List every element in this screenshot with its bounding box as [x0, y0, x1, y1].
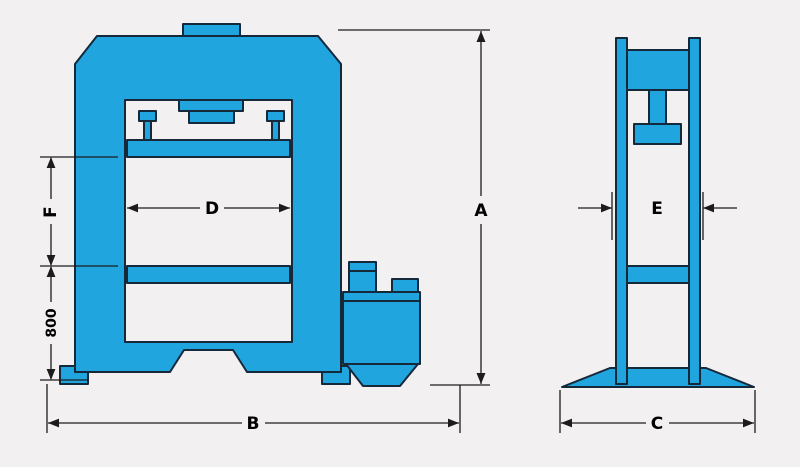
- right-guide-rod: [271, 120, 280, 141]
- side-upper-platen: [633, 123, 682, 145]
- dim-f-label: F: [41, 206, 61, 218]
- front-view: [59, 23, 421, 387]
- side-right-column: [688, 37, 701, 385]
- dim-a-label: A: [474, 201, 488, 221]
- right-guide-cap: [266, 110, 285, 122]
- motor-cylinder: [348, 261, 377, 293]
- dim-800-arrow-down: [46, 369, 56, 380]
- dim-800-label: 800: [44, 308, 60, 337]
- left-guide-rod: [143, 120, 152, 141]
- side-base: [561, 367, 755, 388]
- dim-d: D: [127, 199, 290, 219]
- dim-c-arrow-left: [561, 418, 572, 428]
- dim-e-label: E: [651, 199, 663, 219]
- dim-b-arrow-left: [48, 418, 59, 428]
- dim-800-arrow-up: [46, 266, 56, 277]
- side-left-column: [615, 37, 628, 385]
- tank-valve-box: [391, 278, 419, 293]
- dim-d-arrow-left: [127, 203, 138, 213]
- dim-e: E: [578, 192, 737, 240]
- dim-a-arrow-up: [476, 31, 486, 42]
- dim-b-arrow-right: [448, 418, 459, 428]
- dim-d-arrow-right: [279, 203, 290, 213]
- dim-f-arrow-up: [46, 157, 56, 168]
- dim-800: 800: [40, 266, 88, 381]
- dim-a-arrow-down: [476, 373, 486, 384]
- dim-d-label: D: [205, 199, 219, 219]
- cylinder-mount-plate: [178, 99, 244, 112]
- dim-b-label: B: [247, 414, 260, 434]
- side-top-beam: [626, 49, 690, 91]
- lower-platen: [126, 265, 291, 284]
- left-guide-cap: [138, 110, 157, 122]
- oil-tank: [342, 291, 421, 365]
- dim-f: F: [40, 156, 118, 267]
- dim-a: A: [338, 29, 490, 386]
- ram-block: [188, 110, 235, 124]
- upper-platen: [126, 139, 291, 158]
- dim-b: B: [46, 384, 461, 434]
- tank-chute: [345, 363, 419, 387]
- side-lower-bolster: [626, 265, 690, 284]
- dim-c-label: C: [651, 414, 663, 434]
- dim-e-arrow-right: [703, 203, 714, 213]
- dim-c: C: [559, 390, 756, 434]
- side-cylinder: [648, 89, 667, 125]
- side-view: [561, 37, 755, 388]
- dim-f-arrow-down: [46, 255, 56, 266]
- dim-e-arrow-left: [601, 203, 612, 213]
- dim-c-arrow-right: [743, 418, 754, 428]
